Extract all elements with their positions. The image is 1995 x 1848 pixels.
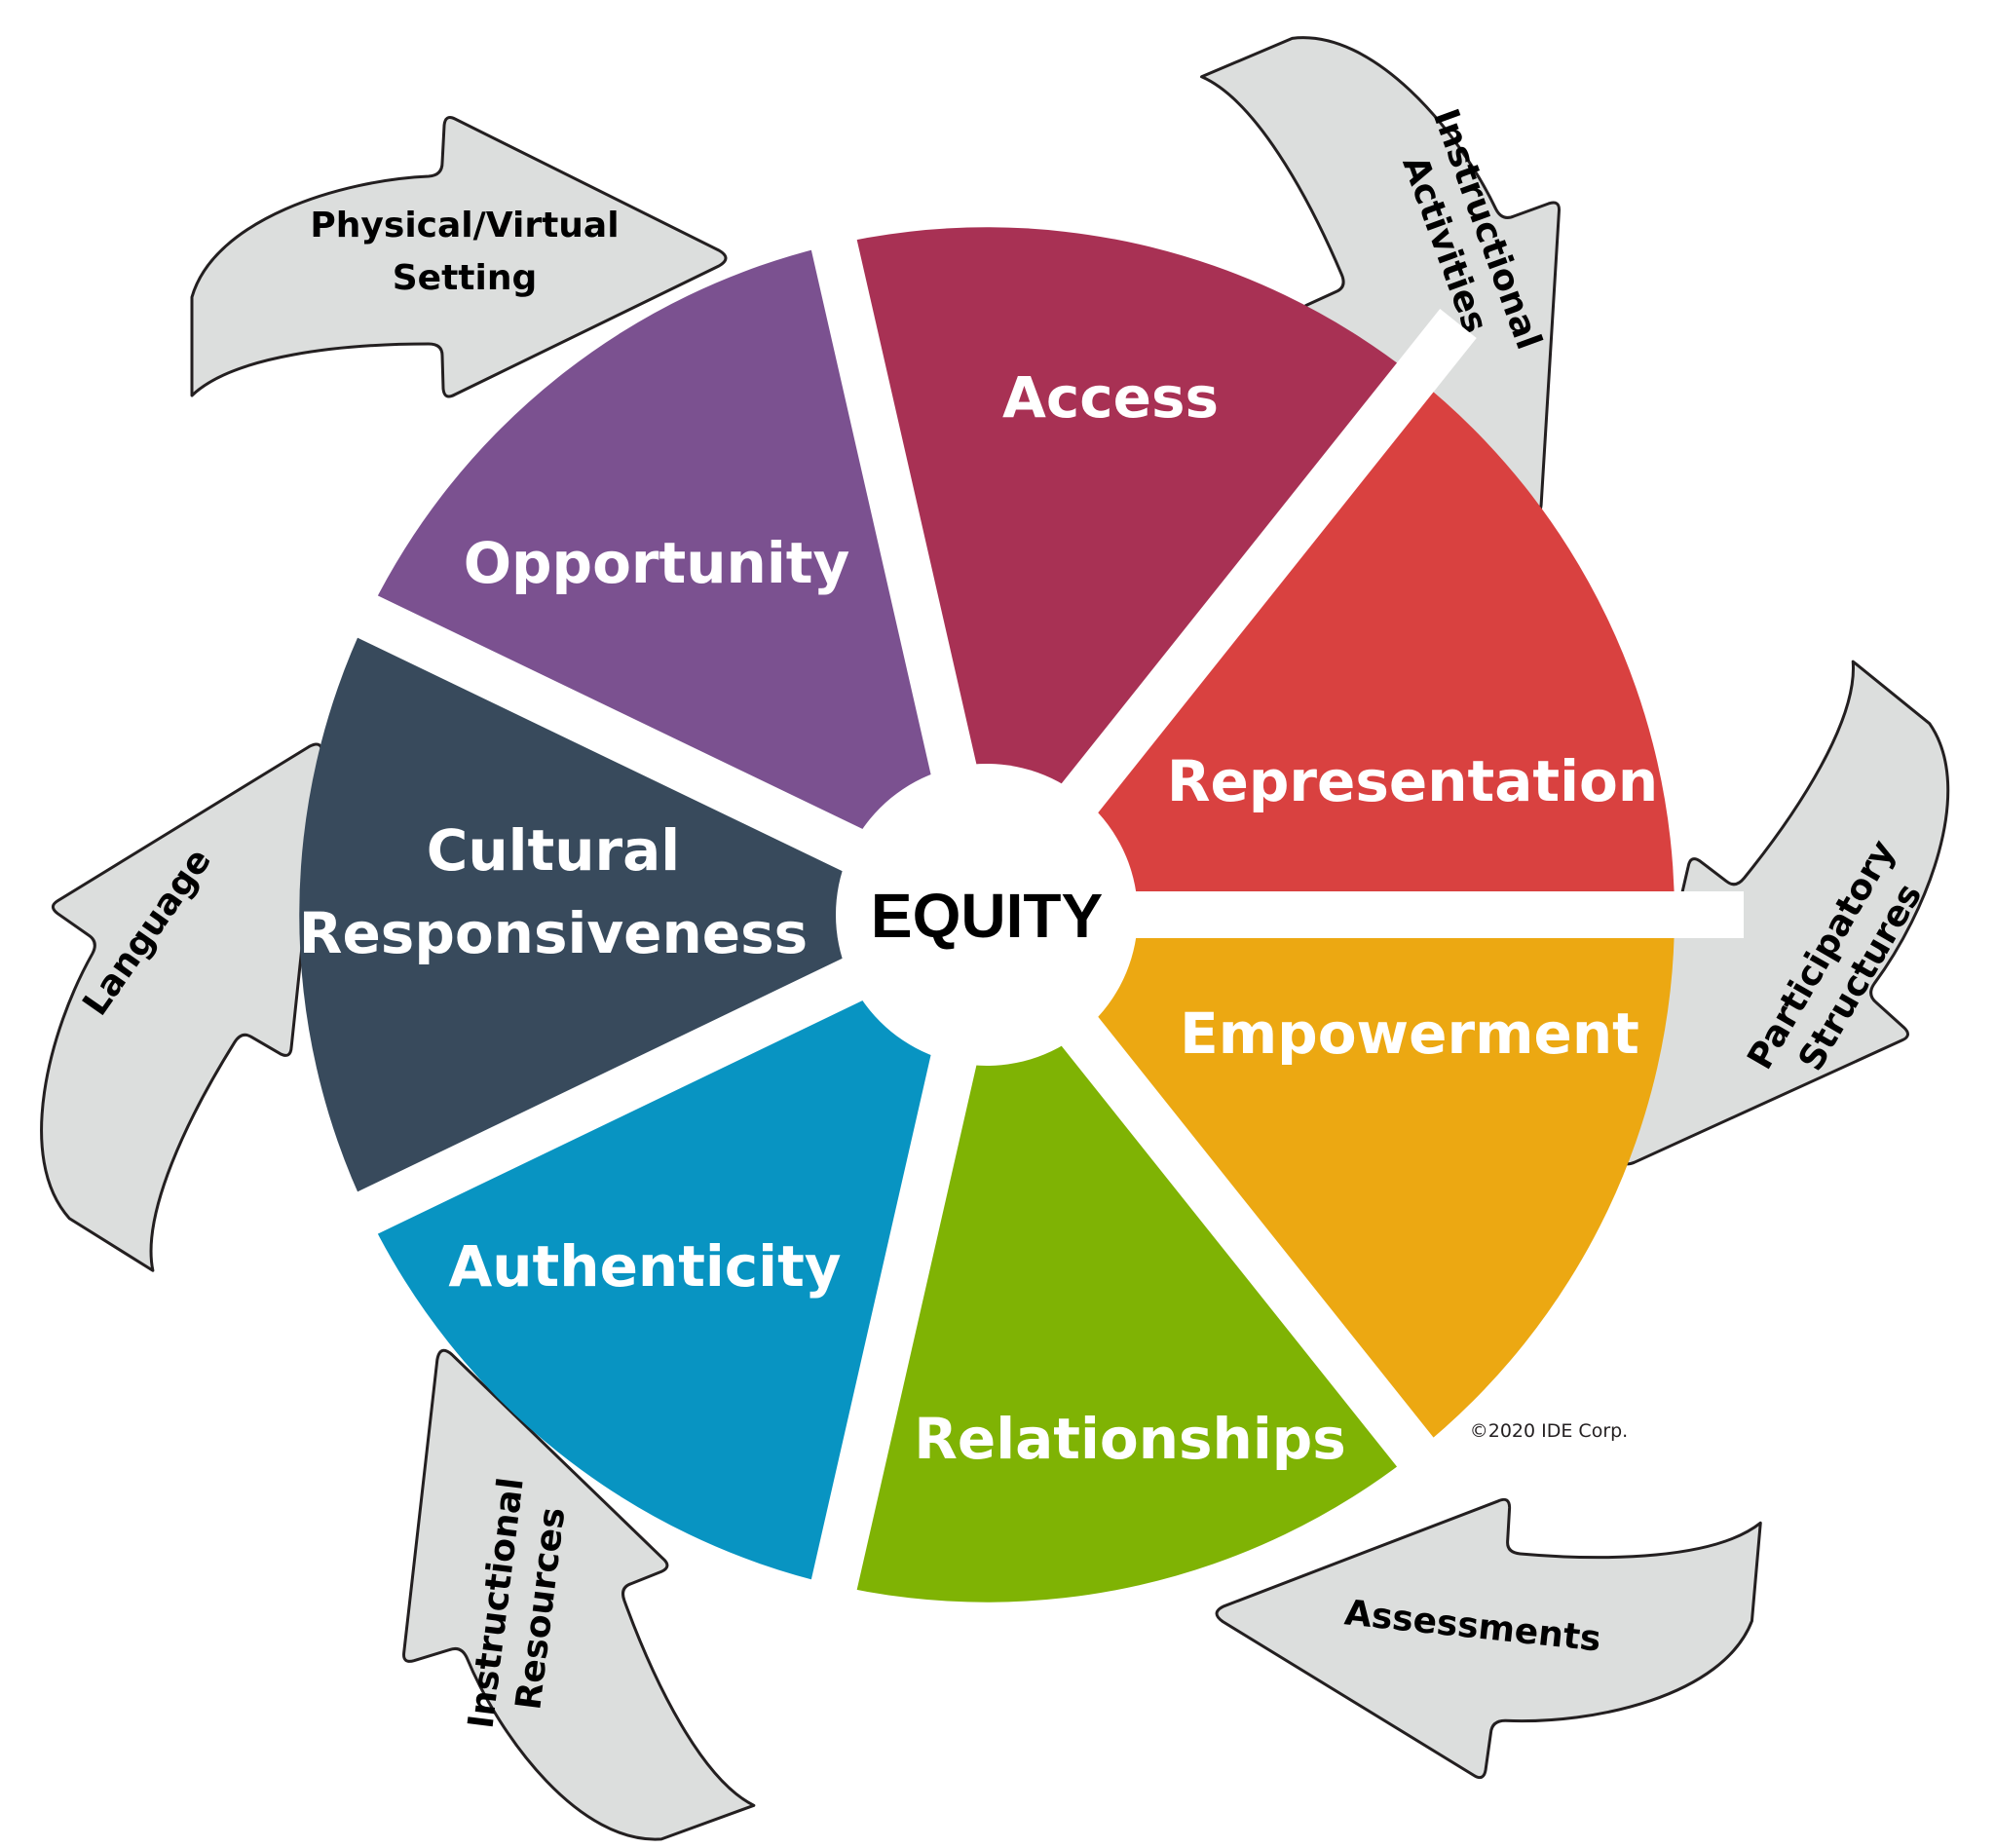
- segment-label-representation: Representation: [1167, 748, 1658, 814]
- segment-authenticity: [367, 915, 987, 1585]
- equity-wheel: [294, 170, 1744, 1660]
- center-hub: [836, 764, 1138, 1066]
- segment-label-opportunity: Opportunity: [464, 530, 850, 596]
- segment-representation: [987, 377, 1675, 915]
- arrow-instructional-activities: Instructional Activities: [1199, 0, 1668, 571]
- segment-cultural-responsiveness: [299, 617, 987, 1213]
- arrow-label-line2: Setting: [393, 258, 538, 298]
- arrow-physical-virtual-setting: Physical/Virtual Setting: [190, 116, 728, 398]
- segment-empowerment: [987, 915, 1675, 1452]
- segment-label-access: Access: [1002, 364, 1219, 431]
- segment-label-authenticity: Authenticity: [448, 1233, 841, 1300]
- arrow-label-line1: Physical/Virtual: [310, 206, 619, 245]
- segment-opportunity: [367, 245, 987, 915]
- segment-label-responsiveness: Responsiveness: [299, 900, 808, 966]
- segment-access: [834, 227, 1415, 915]
- segment-label-empowerment: Empowerment: [1180, 1000, 1639, 1067]
- segment-label-relationships: Relationships: [914, 1406, 1346, 1472]
- center-label-equity: EQUITY: [871, 881, 1103, 951]
- copyright-text: ©2020 IDE Corp.: [1470, 1420, 1628, 1442]
- arrow-instructional-resources: Instructional Resources: [308, 1301, 757, 1848]
- segment-relationships: [834, 915, 1415, 1603]
- arrow-assessments: Assessments: [1202, 1474, 1762, 1802]
- segment-label-cultural: Cultural: [427, 817, 680, 884]
